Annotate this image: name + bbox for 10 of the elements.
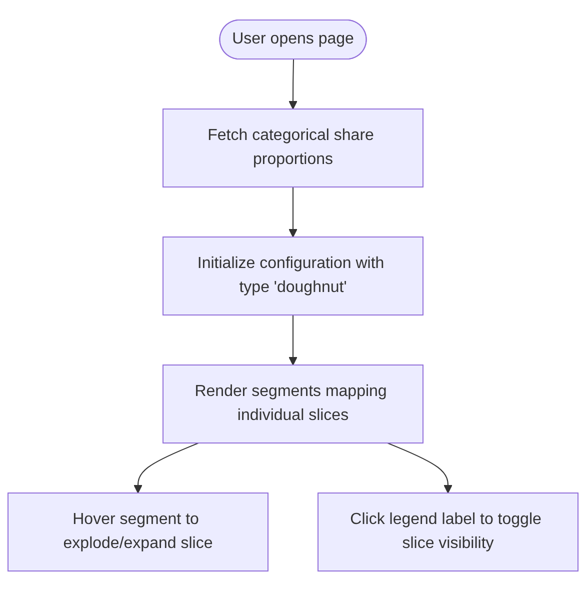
arrow [134, 442, 200, 494]
arrow [288, 59, 298, 110]
node-box: Initialize configuration with type 'doughnut' [162, 236, 424, 316]
node-box: Hover segment to explode/expand slice [8, 492, 268, 572]
node-box: Render segments mapping individual slices [162, 364, 424, 444]
node-box: Click legend label to toggle slice visibility [318, 492, 578, 572]
arrow [386, 442, 452, 494]
arrow [288, 186, 298, 238]
arrow [288, 314, 298, 366]
node-box: Fetch categorical share proportions [162, 108, 424, 188]
